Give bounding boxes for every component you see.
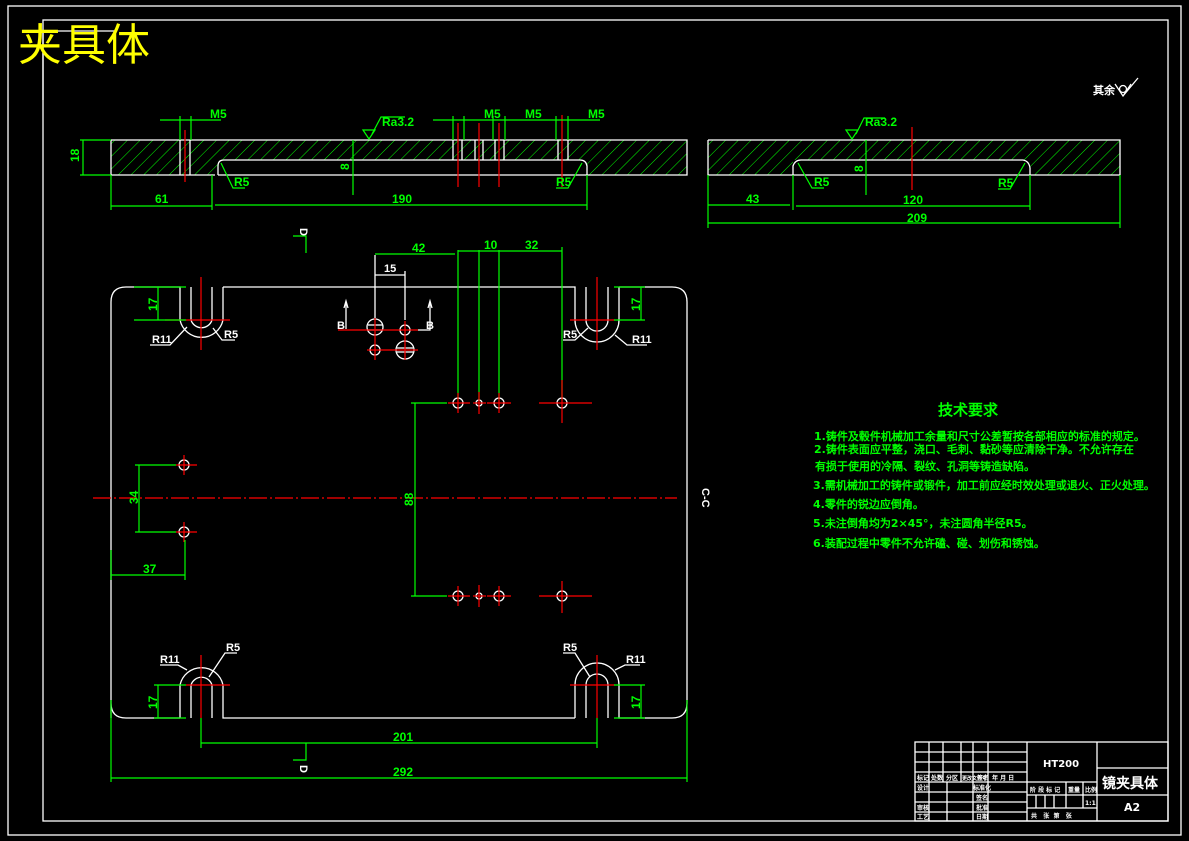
dim-17-br: 17	[629, 695, 643, 709]
dim-r5-tl: R5	[224, 329, 238, 341]
dim-10: 10	[484, 238, 498, 252]
dim-61: 61	[155, 192, 169, 206]
surface-note: 其余	[1093, 83, 1116, 97]
section-mark-d-top: D	[297, 228, 309, 236]
section-view-top: 18 61 190 M5 M5 M5 M5 R5 R5 8 Ra3.2	[68, 107, 688, 210]
tech-req-item: 4.零件的锐边应倒角。	[813, 497, 924, 511]
dim-201: 201	[393, 730, 413, 744]
tb-part-name: 镜夹具体	[1102, 775, 1159, 792]
dim-17-tr: 17	[629, 297, 643, 311]
tb-mid-label: 批准	[976, 804, 988, 812]
dim-15: 15	[384, 263, 396, 275]
sheet-title: 夹具体	[18, 20, 150, 71]
dim-m5-2: M5	[484, 107, 501, 121]
section-mark-b-right: B	[426, 320, 434, 332]
section-view-side: 43 120 209 R5 R5 8 Ra3.2	[707, 115, 1121, 228]
tb-mid-label: 标准化	[972, 784, 991, 792]
section-mark-d-bottom: D	[297, 765, 309, 773]
dim-r5-side-left: R5	[814, 175, 830, 189]
hole-grid	[176, 380, 592, 613]
tb-row-label: 处数	[930, 774, 944, 782]
dim-depth: 8	[338, 163, 352, 170]
tb-material: HT200	[1043, 759, 1079, 770]
roughness-top: Ra3.2	[382, 115, 414, 129]
tb-left-label: 审核	[917, 804, 929, 812]
dim-m5-1: M5	[210, 107, 227, 121]
dim-thickness: 18	[68, 148, 82, 162]
tb-stage-label: 阶 段 标 记	[1030, 786, 1060, 794]
tech-req-item: 3.需机械加工的铸件或锻件，加工前应经时效处理或退火、正火处理。	[813, 478, 1155, 492]
dim-42: 42	[412, 241, 426, 255]
dim-r11-tl: R11	[152, 334, 172, 346]
technical-requirements: 技术要求 1.铸件及毂件机械加工余量和尺寸公差暂按各部相应的标准的规定。 2.铸…	[813, 401, 1155, 550]
dim-r11-tr: R11	[632, 334, 652, 346]
tech-req-item: 2.铸件表面应平整，浇口、毛刺、黏砂等应清除干净。不允许存在	[814, 442, 1134, 456]
roughness-symbol-icon	[1114, 77, 1139, 98]
tb-row-label: 签名	[976, 774, 989, 782]
dim-depth-side: 8	[852, 165, 866, 172]
dim-r5-br: R5	[563, 642, 577, 654]
dim-r5-left: R5	[234, 175, 250, 189]
tb-sheet-size: A2	[1124, 801, 1140, 814]
tech-req-heading: 技术要求	[938, 401, 999, 419]
dim-37: 37	[143, 562, 157, 576]
plan-view: C-C B B D D 15 42 10 32 1	[93, 228, 711, 782]
tb-row-label: 标记	[916, 774, 929, 782]
roughness-side: Ra3.2	[865, 115, 897, 129]
tech-req-item: 5.未注倒角均为2×45°，未注圆角半径R5。	[813, 516, 1033, 530]
dim-17-bl: 17	[146, 695, 160, 709]
section-mark-b-left: B	[337, 320, 345, 332]
tb-left-label: 工艺	[917, 813, 929, 821]
dim-m5-3: M5	[525, 107, 542, 121]
title-block: 标记 处数 分区 更改文件号 签名 年 月 日 设计 审核 工艺 标准化 签名 …	[914, 741, 1169, 822]
dim-m5-4: M5	[588, 107, 605, 121]
tb-row-label: 年 月 日	[992, 774, 1014, 782]
tb-row-label: 更改文件号	[962, 775, 987, 782]
dim-209: 209	[907, 211, 927, 225]
tb-mid-label: 日期	[976, 813, 988, 821]
dim-32: 32	[525, 238, 539, 252]
inner-border	[42, 19, 1169, 822]
tb-mid-label: 签名	[975, 794, 988, 802]
dim-r5-bl: R5	[226, 642, 240, 654]
dim-r5-tr: R5	[563, 329, 577, 341]
tech-req-item: 1.铸件及毂件机械加工余量和尺寸公差暂按各部相应的标准的规定。	[814, 429, 1145, 443]
dim-43: 43	[746, 192, 760, 206]
dim-r11-br: R11	[626, 654, 646, 666]
tb-stage-label: 比例	[1085, 786, 1097, 794]
tb-left-label: 设计	[917, 784, 929, 792]
dim-r5-right: R5	[556, 175, 572, 189]
dim-292: 292	[393, 765, 413, 779]
outer-border	[7, 5, 1182, 836]
tech-req-item: 有损于使用的冷隔、裂纹、孔洞等铸造缺陷。	[815, 459, 1035, 473]
dim-34: 34	[127, 490, 141, 504]
dim-190: 190	[392, 192, 412, 206]
tb-sheet-count: 共 张 第 张	[1031, 812, 1073, 820]
dim-17-tl: 17	[146, 297, 160, 311]
dim-120: 120	[903, 193, 923, 207]
dim-r11-bl: R11	[160, 654, 180, 666]
dim-88: 88	[402, 492, 416, 506]
section-mark-cc: C-C	[699, 488, 711, 508]
tb-stage-label: 重量	[1068, 786, 1080, 794]
tb-scale: 1:1	[1085, 800, 1096, 807]
tech-req-item: 6.装配过程中零件不允许磕、碰、划伤和锈蚀。	[813, 536, 1045, 550]
dim-r5-side-right: R5	[998, 176, 1014, 190]
tb-row-label: 分区	[946, 774, 958, 782]
